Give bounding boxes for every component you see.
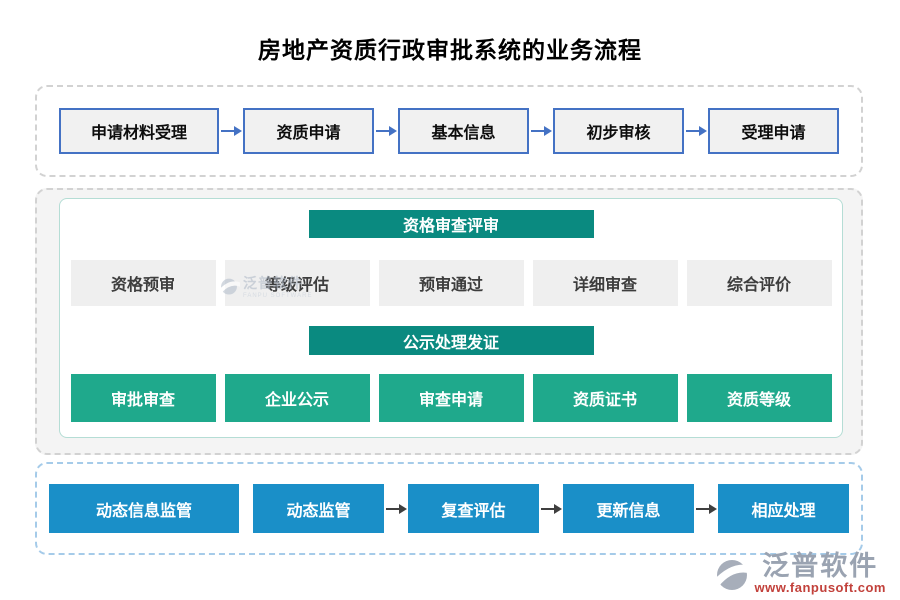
acceptance-step-apply: 资质申请 (243, 108, 374, 154)
fanpu-footer-logo: 泛普软件 www.fanpusoft.com (712, 552, 886, 595)
review-step-detailed-review: 详细审查 (532, 260, 678, 306)
footer-website-url: www.fanpusoft.com (754, 580, 886, 595)
section-header-qualification-review: 资格审查评审 (308, 210, 594, 238)
arrow-right-icon (684, 125, 708, 137)
review-section-panel: 资格审查评审 资格预审 等级评估 预审通过 详细审查 综合评价 公示处理发证 审… (35, 188, 863, 455)
arrow-right-icon (539, 503, 563, 515)
arrow-right-icon (694, 503, 718, 515)
publish-step-enterprise-publicity: 企业公示 (224, 374, 370, 422)
publish-step-approval-review: 审批审查 (70, 374, 216, 422)
footer-brand-name: 泛普软件 (762, 551, 879, 582)
supervision-step-dynamic: 动态监管 (253, 484, 384, 533)
page-title: 房地产资质行政审批系统的业务流程 (258, 37, 642, 63)
publish-step-certificate: 资质证书 (532, 374, 678, 422)
publish-step-review-application: 审查申请 (378, 374, 524, 422)
arrow-right-icon (374, 125, 398, 137)
review-step-prequalification: 资格预审 (70, 260, 216, 306)
publish-step-grade: 资质等级 (686, 374, 832, 422)
acceptance-flow-panel: 申请材料受理 资质申请 基本信息 初步审核 受理申请 (35, 85, 863, 177)
acceptance-flow-row: 申请材料受理 资质申请 基本信息 初步审核 受理申请 (37, 87, 861, 175)
acceptance-step-accept: 受理申请 (708, 108, 839, 154)
review-section-card: 资格审查评审 资格预审 等级评估 预审通过 详细审查 综合评价 公示处理发证 审… (59, 198, 843, 438)
supervision-step-response: 相应处理 (718, 484, 849, 533)
arrow-right-icon (384, 503, 408, 515)
supervision-flow-row: 动态信息监管 动态监管 复查评估 更新信息 相应处理 (37, 464, 861, 553)
review-step-comprehensive: 综合评价 (686, 260, 832, 306)
footer-logo-text: 泛普软件 www.fanpusoft.com (754, 552, 886, 595)
review-step-preliminary-pass: 预审通过 (378, 260, 524, 306)
supervision-step-dynamic-info: 动态信息监管 (49, 484, 239, 533)
section-header-publicity-certification: 公示处理发证 (308, 326, 594, 355)
acceptance-step-basic-info: 基本信息 (398, 108, 529, 154)
acceptance-step-material: 申请材料受理 (59, 108, 219, 154)
spacer (239, 508, 253, 509)
review-step-grade-evaluation: 等级评估 (224, 260, 370, 306)
publicity-certification-row: 审批审查 企业公示 审查申请 资质证书 资质等级 (60, 374, 842, 422)
qualification-review-row: 资格预审 等级评估 预审通过 详细审查 综合评价 (60, 260, 842, 306)
arrow-right-icon (219, 125, 243, 137)
supervision-step-update-info: 更新信息 (563, 484, 694, 533)
acceptance-step-initial-review: 初步审核 (553, 108, 684, 154)
supervision-step-recheck: 复查评估 (408, 484, 539, 533)
arrow-right-icon (529, 125, 553, 137)
supervision-flow-panel: 动态信息监管 动态监管 复查评估 更新信息 相应处理 (35, 462, 863, 555)
fanpu-logo-icon (713, 559, 753, 590)
